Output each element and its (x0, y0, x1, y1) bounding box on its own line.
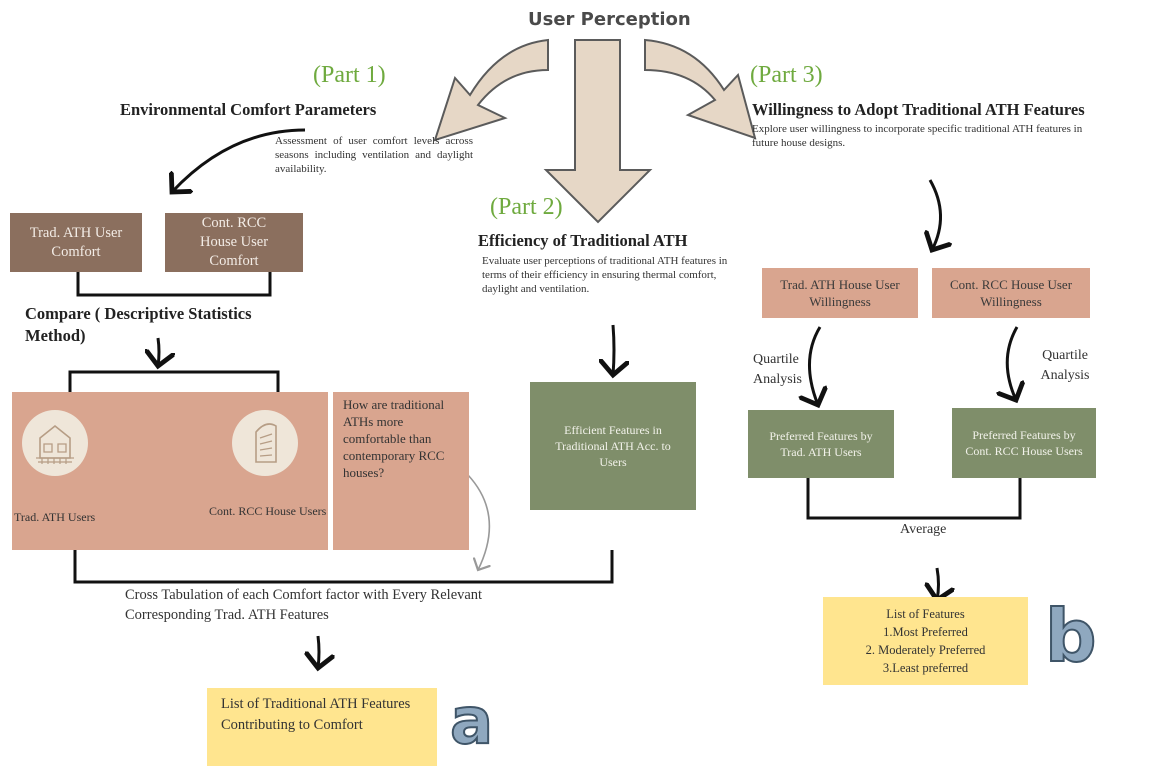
fat-arrow-center (543, 39, 653, 224)
features-list-title: List of Features (886, 607, 965, 621)
preferred-trad-box: Preferred Features by Trad. ATH Users (748, 410, 894, 478)
part2-label: (Part 2) (490, 194, 563, 220)
trad-ath-user-comfort-box: Trad. ATH User Comfort (10, 213, 142, 272)
preferred-cont-box: Preferred Features by Cont. RCC House Us… (952, 408, 1096, 478)
features-list-item: 1.Most Preferred (883, 625, 968, 639)
modern-building-icon (232, 410, 298, 476)
trad-ath-willingness-box: Trad. ATH House User Willingness (762, 268, 918, 318)
part1-heading: Environmental Comfort Parameters (120, 100, 377, 119)
user-comparison-panel: Trad. ATH Users Cont. RCC House Users (12, 392, 328, 550)
fat-arrow-right (644, 38, 757, 140)
diagram-title: User Perception (528, 9, 691, 30)
part3-label: (Part 3) (750, 62, 823, 88)
part3-heading: Willingness to Adopt Traditional ATH Fea… (752, 100, 1085, 119)
features-list-item: 2. Moderately Preferred (865, 643, 986, 657)
traditional-house-icon (22, 410, 88, 476)
quartile-analysis-left-label: Quartile Analysis (753, 352, 802, 387)
features-list-box: List of Features 1.Most Preferred 2. Mod… (823, 597, 1028, 685)
features-list-item: 3.Least preferred (882, 661, 969, 675)
part3-description: Explore user willingness to incorporate … (752, 123, 1083, 149)
part2-description: Evaluate user perceptions of traditional… (482, 255, 728, 295)
compare-method-label: Compare ( Descriptive Statistics Method) (25, 304, 252, 345)
part1-label: (Part 1) (313, 62, 386, 88)
efficient-features-box: Efficient Features in Traditional ATH Ac… (530, 382, 696, 510)
traditional-features-list-box: List of Traditional ATH Features Contrib… (207, 688, 437, 766)
label-b: b (1044, 594, 1098, 678)
cont-rcc-users-label: Cont. RCC House Users (209, 504, 327, 518)
trad-ath-users-label: Trad. ATH Users (14, 510, 96, 524)
comfort-question-box: How are traditional ATHs more comfortabl… (333, 392, 469, 550)
label-a: a (449, 685, 494, 759)
average-label: Average (900, 522, 947, 537)
quartile-analysis-right-label: Quartile Analysis (1040, 348, 1090, 383)
part2-heading: Efficiency of Traditional ATH (478, 231, 688, 250)
cont-rcc-user-comfort-box: Cont. RCC House User Comfort (165, 213, 303, 272)
fat-arrow-left (433, 38, 549, 142)
cont-rcc-willingness-box: Cont. RCC House User Willingness (932, 268, 1090, 318)
part1-description: Assessment of user comfort levels across… (275, 135, 473, 175)
cross-tabulation-text: Cross Tabulation of each Comfort factor … (125, 587, 483, 623)
